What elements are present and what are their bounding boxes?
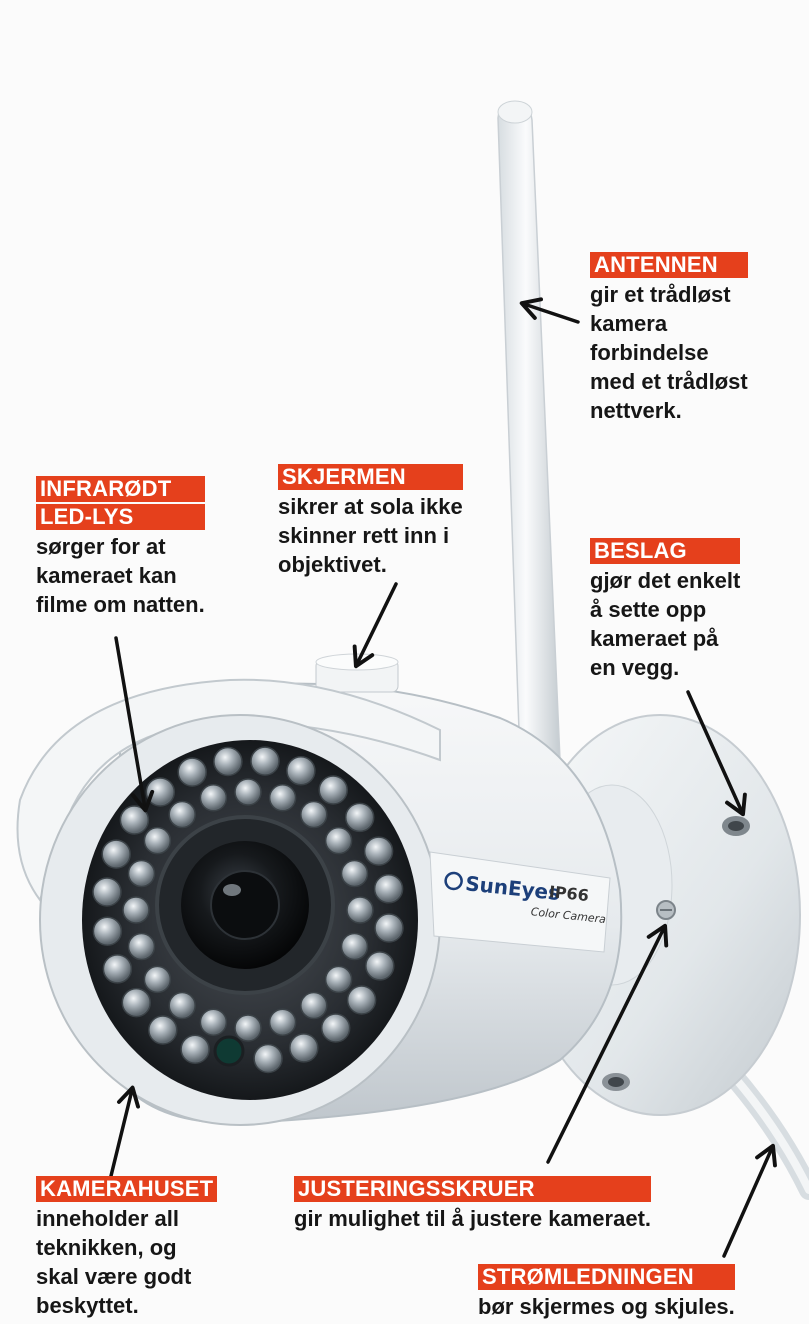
desc-antennen: gir et trådløst kamera forbindelse med e… [590,282,748,423]
ir-led [318,775,348,805]
ip-rating: IP66 [548,882,590,905]
desc-infrarodt: sørger for at kameraet kan filme om natt… [36,534,205,617]
ir-led [340,932,369,961]
ir-led [320,1013,351,1043]
ir-led [199,1008,228,1036]
ir-led [365,951,395,981]
ir-led [363,836,394,866]
ir-led [148,1015,178,1045]
callout-arrows [108,297,777,1258]
arrow-kamerahuset [108,1085,140,1182]
callout-kamerahuset: KAMERAHUSET inneholder all teknikken, og… [36,1176,218,1320]
ir-led [234,778,262,806]
label-antennen: ANTENNEN [590,252,748,278]
ir-led [340,859,369,888]
ir-led [300,800,328,829]
ir-led [92,916,123,946]
ir-led [234,1014,262,1042]
ir-led [180,1034,210,1064]
callout-justeringsskruer: JUSTERINGSSKRUER gir mulighet til å just… [294,1176,652,1233]
ir-led [127,932,156,961]
ir-led [121,987,152,1018]
ir-led [374,913,404,943]
arrow-stromledningen [722,1143,777,1258]
label-beslag: BESLAG [590,538,741,564]
lens [155,815,335,1067]
ir-led [346,896,374,924]
ir-led [253,1043,283,1074]
desc-kamerahuset: inneholder all teknikken, og skal være g… [36,1206,192,1318]
antenna [497,100,561,761]
label-justeringsskruer: JUSTERINGSSKRUER [294,1176,652,1202]
ir-led [101,839,131,869]
ir-led [289,1033,319,1063]
ir-led [102,954,133,984]
ir-led [199,784,228,812]
ir-led [324,826,353,855]
ir-led [373,874,404,904]
ir-led [268,1008,297,1036]
ir-led [119,805,150,835]
infrared-led-ring [92,746,404,1074]
arrow-antennen [519,297,580,324]
desc-stromledningen: bør skjermes og skjules. [478,1294,735,1319]
ir-led [286,756,316,786]
arrow-beslag [686,690,747,817]
ir-led [346,985,377,1015]
callout-antennen: ANTENNEN gir et trådløst kamera forbinde… [590,252,748,425]
ir-led [177,757,207,787]
ir-led [250,746,280,776]
arrow-justeringsskruer [546,923,669,1164]
arrow-infrarodt [114,636,155,813]
callout-infrarodt: INFRARØDT LED-LYS sørger for at kameraet… [36,476,205,619]
label-stromledningen: STRØMLEDNINGEN [478,1264,735,1290]
callout-stromledningen: STRØMLEDNINGEN bør skjermes og skjules. [478,1264,735,1321]
label-infrarodt-line2: LED-LYS [36,504,205,530]
ir-led [127,859,156,888]
ir-led [145,777,176,807]
desc-beslag: gjør det enkelt å sette opp kameraet på … [590,568,741,680]
brand-logo-icon [444,871,463,891]
ir-led [344,802,375,833]
ir-led [143,965,172,994]
label-skjermen: SKJERMEN [278,464,463,490]
label-kamerahuset: KAMERAHUSET [36,1176,218,1202]
callout-skjermen: SKJERMEN sikrer at sola ikke skinner ret… [278,464,463,579]
ir-led [168,991,196,1020]
ir-led [168,800,196,829]
arrow-skjermen [352,582,398,669]
ir-led [92,877,122,907]
callout-beslag: BESLAG gjør det enkelt å sette opp kamer… [590,538,741,682]
desc-justeringsskruer: gir mulighet til å justere kameraet. [294,1206,652,1231]
ir-led [213,746,243,777]
label-infrarodt-line1: INFRARØDT [36,476,205,502]
ir-led [143,826,172,855]
ir-led [268,784,297,812]
ir-led [324,965,353,994]
light-sensor [213,1035,245,1067]
ir-led [300,991,328,1020]
ir-led [122,896,150,924]
desc-skjermen: sikrer at sola ikke skinner rett inn i o… [278,494,463,577]
